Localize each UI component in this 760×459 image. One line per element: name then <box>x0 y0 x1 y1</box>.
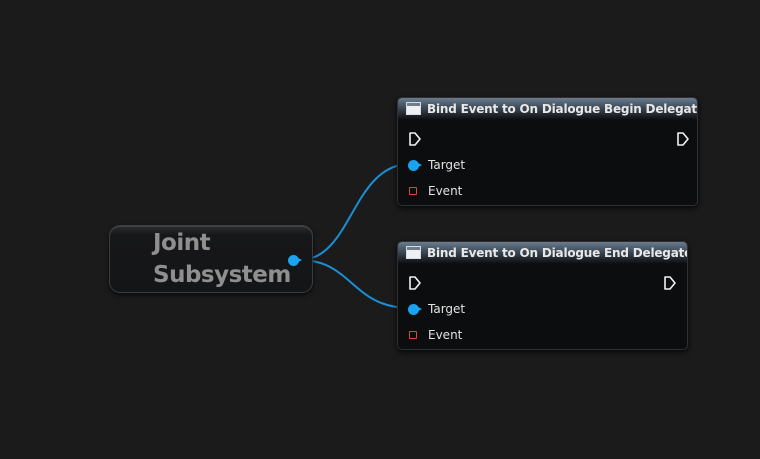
getter-title-line2: Subsystem <box>153 262 291 288</box>
joint-subsystem-output-pin[interactable] <box>288 255 302 266</box>
node-title: Bind Event to On Dialogue Begin Delegate <box>427 102 698 116</box>
exec-out-icon[interactable] <box>663 275 677 291</box>
target-pin-icon[interactable] <box>408 304 422 315</box>
joint-subsystem-title: Joint Subsystem <box>153 227 291 291</box>
exec-in-icon[interactable] <box>408 131 422 147</box>
function-icon <box>406 102 421 115</box>
event-pin-label: Event <box>428 184 463 198</box>
bind-event-begin-node[interactable]: Bind Event to On Dialogue Begin Delegate… <box>397 97 698 206</box>
exec-out-icon[interactable] <box>676 131 690 147</box>
target-pin-label: Target <box>428 302 466 316</box>
node-title: Bind Event to On Dialogue End Delegate <box>427 246 688 260</box>
bind-event-end-node[interactable]: Bind Event to On Dialogue End Delegate T… <box>397 241 688 350</box>
exec-in-icon[interactable] <box>408 275 422 291</box>
getter-title-line1: Joint <box>153 230 211 256</box>
joint-subsystem-node[interactable]: Joint Subsystem <box>109 225 313 293</box>
event-pin-label: Event <box>428 328 463 342</box>
target-pin-icon[interactable] <box>408 160 422 171</box>
node-header[interactable]: Bind Event to On Dialogue Begin Delegate <box>398 98 697 120</box>
target-pin-label: Target <box>428 158 466 172</box>
node-header[interactable]: Bind Event to On Dialogue End Delegate <box>398 242 687 264</box>
event-pin-icon[interactable] <box>409 331 417 339</box>
event-pin-icon[interactable] <box>409 187 417 195</box>
function-icon <box>406 246 421 259</box>
